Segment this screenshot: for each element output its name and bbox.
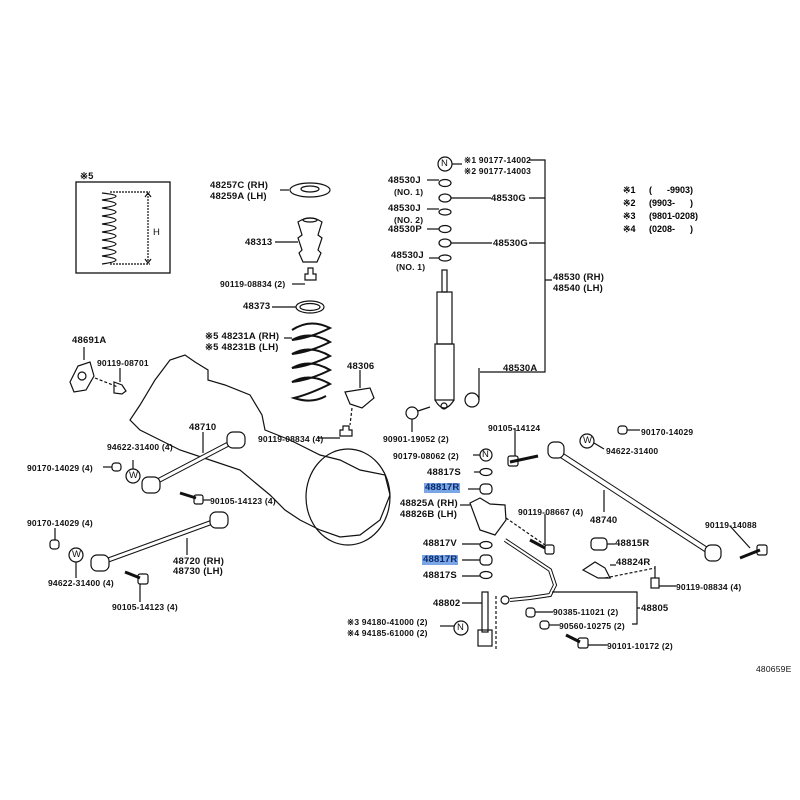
symbol-n-icon: N (441, 158, 449, 169)
part-label[interactable]: 48805 (641, 603, 669, 614)
part-label[interactable]: 48824R (616, 557, 651, 568)
part-label[interactable]: 90105-14123 (4) (210, 496, 276, 506)
part-label[interactable]: 48530G (491, 193, 527, 204)
part-label[interactable]: 48720 (RH) (173, 556, 225, 567)
part-note: (NO. 2) (394, 215, 424, 225)
part-label[interactable]: 48817S (423, 570, 457, 581)
part-label[interactable]: 48710 (189, 422, 217, 433)
spring-inset (75, 181, 171, 274)
part-label[interactable]: 90170-14029 (641, 427, 694, 437)
part-label[interactable]: 90105-14123 (4) (112, 602, 178, 612)
legend-row: ※2 (9903- ) (623, 198, 693, 209)
part-label[interactable]: 90119-08834 (4) (258, 434, 324, 444)
part-label[interactable]: 48530 (RH) (553, 272, 605, 283)
part-label[interactable]: ※1 90177-14002 (464, 155, 532, 165)
legend-mark: ※3 (623, 211, 636, 221)
part-label[interactable]: 48530J (388, 203, 421, 214)
legend-row: ※3 (9801-0208) (623, 211, 698, 222)
symbol-w-icon: W (583, 435, 593, 446)
part-label[interactable]: 48530J (388, 175, 421, 186)
part-label[interactable]: ※5 48231A (RH) (205, 331, 280, 342)
part-label[interactable]: 48802 (433, 598, 461, 609)
part-label[interactable]: 48740 (590, 515, 618, 526)
part-label-highlighted[interactable]: 48817R (422, 554, 459, 565)
part-label[interactable]: 90179-08062 (2) (393, 451, 459, 461)
part-label[interactable]: 48530A (503, 363, 538, 374)
part-label[interactable]: 90119-08667 (4) (518, 507, 584, 517)
inset-dimension-h: H (153, 227, 161, 238)
legend-range: ( -9903) (649, 185, 694, 195)
legend-row: ※4 (0208- ) (623, 224, 693, 235)
inset-marker: ※5 (80, 171, 94, 182)
part-label[interactable]: 94622-31400 (4) (107, 442, 173, 452)
symbol-w-icon: W (129, 470, 139, 481)
part-label[interactable]: 48530G (493, 238, 529, 249)
legend-range: (9903- ) (649, 198, 694, 208)
legend-mark: ※4 (623, 224, 636, 234)
part-label[interactable]: 90119-14088 (705, 520, 757, 530)
part-label[interactable]: 48825A (RH) (400, 498, 458, 509)
part-label[interactable]: 48817S (427, 467, 461, 478)
part-label[interactable]: 90560-10275 (2) (559, 621, 625, 631)
part-label[interactable]: 48540 (LH) (553, 283, 604, 294)
part-note: (NO. 1) (394, 187, 424, 197)
part-label[interactable]: 48815R (615, 538, 650, 549)
part-label[interactable]: 48691A (72, 335, 107, 346)
part-label[interactable]: 48530J (391, 250, 424, 261)
part-label[interactable]: ※4 94185-61000 (2) (347, 628, 428, 638)
part-label[interactable]: ※3 94180-41000 (2) (347, 617, 428, 627)
legend-mark: ※1 (623, 185, 636, 195)
part-label[interactable]: 48313 (245, 237, 273, 248)
part-label[interactable]: ※2 90177-14003 (464, 166, 532, 176)
part-label[interactable]: 90101-10172 (2) (607, 641, 673, 651)
part-label[interactable]: 90105-14124 (488, 423, 541, 433)
symbol-w-icon: W (72, 549, 82, 560)
part-note: (NO. 1) (396, 262, 426, 272)
part-label[interactable]: 48826B (LH) (400, 509, 458, 520)
legend-row: ※1 ( -9903) (623, 185, 693, 196)
part-label[interactable]: 90170-14029 (4) (27, 463, 93, 473)
part-label[interactable]: 48373 (243, 301, 271, 312)
legend-range: (9801-0208) (649, 211, 699, 221)
part-label[interactable]: ※5 48231B (LH) (205, 342, 279, 353)
part-label[interactable]: 90901-19052 (2) (383, 434, 449, 444)
symbol-n-icon: N (457, 622, 465, 633)
legend-mark: ※2 (623, 198, 636, 208)
catalog-id: 480659E (756, 664, 792, 674)
part-label[interactable]: 90119-08834 (2) (220, 279, 286, 289)
part-label-highlighted[interactable]: 48817R (424, 482, 461, 493)
legend-range: (0208- ) (649, 224, 694, 234)
part-label[interactable]: 48259A (LH) (210, 191, 267, 202)
part-label[interactable]: 90170-14029 (4) (27, 518, 93, 528)
symbol-n-icon: N (482, 449, 490, 460)
part-label[interactable]: 94622-31400 (606, 446, 659, 456)
part-label[interactable]: 48817V (423, 538, 457, 549)
part-label[interactable]: 90385-11021 (2) (553, 607, 619, 617)
part-label[interactable]: 90119-08701 (97, 358, 149, 368)
part-label[interactable]: 90119-08834 (4) (676, 582, 742, 592)
part-label[interactable]: 48530P (388, 224, 422, 235)
part-label[interactable]: 48257C (RH) (210, 180, 269, 191)
part-label[interactable]: 94622-31400 (4) (48, 578, 114, 588)
part-label[interactable]: 48306 (347, 361, 375, 372)
part-label[interactable]: 48730 (LH) (173, 566, 224, 577)
